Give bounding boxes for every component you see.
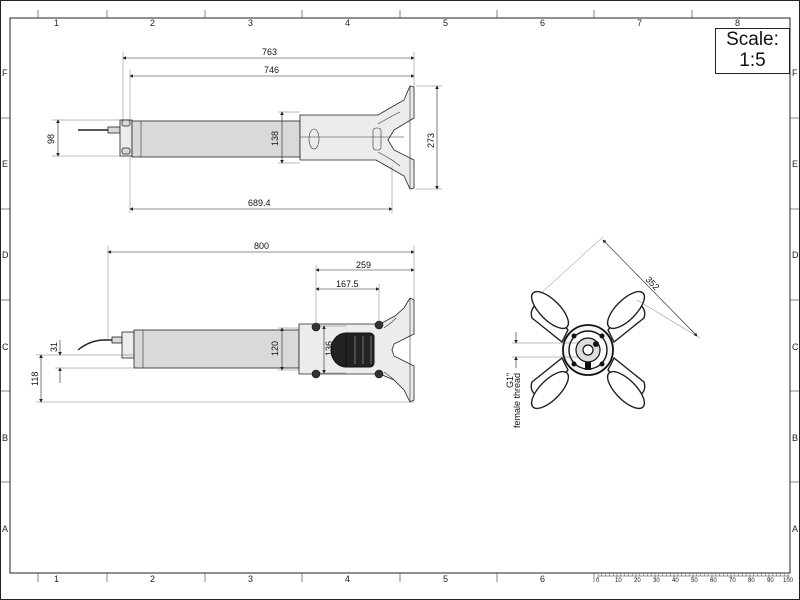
scale-box: Scale: 1:5 (715, 28, 790, 74)
dim-273-label: 273 (426, 133, 436, 148)
row-label: F (2, 68, 8, 78)
col-label: 2 (150, 574, 155, 584)
row-label: E (2, 159, 8, 169)
dim-800-label: 800 (254, 241, 269, 251)
col-label: 5 (443, 574, 448, 584)
row-label: A (792, 524, 798, 534)
col-label: 8 (735, 18, 740, 28)
col-label: 3 (248, 18, 253, 28)
dim-689-label: 689.4 (248, 198, 271, 208)
col-label: 7 (637, 18, 642, 28)
side-view (77, 297, 415, 403)
ruler-tick-label: 40 (672, 578, 679, 584)
column-ticks (37, 10, 693, 582)
dim-167-label: 167.5 (336, 279, 359, 289)
row-labels: F E D C B A F E D C B A (2, 68, 799, 534)
dim-118-label: 118 (30, 372, 40, 386)
ruler-tick-label: 20 (634, 578, 641, 584)
ruler-tick-label: 0 (596, 578, 600, 584)
col-label: 6 (540, 574, 545, 584)
ruler-tick-label: 80 (748, 578, 755, 584)
top-view (78, 85, 415, 190)
ruler-tick-label: 60 (710, 578, 717, 584)
scale-value: 1:5 (739, 50, 766, 71)
row-label: B (2, 433, 8, 443)
col-label: 4 (345, 18, 350, 28)
dim-352-label: 352 (644, 274, 662, 292)
scale-ruler: 0 10 20 30 40 50 60 70 80 90 100 (596, 572, 794, 584)
ruler-tick-label: 50 (691, 578, 698, 584)
ruler-tick-label: 70 (729, 578, 736, 584)
row-label: D (792, 250, 799, 260)
dim-31-label: 31 (49, 342, 59, 352)
col-label: 1 (54, 574, 59, 584)
drawing-frame (9, 17, 791, 574)
row-label: B (792, 433, 798, 443)
col-label: 1 (54, 18, 59, 28)
col-label: 5 (443, 18, 448, 28)
dim-138-label: 138 (270, 131, 280, 146)
col-label: 2 (150, 18, 155, 28)
dim-763-label: 763 (262, 47, 277, 57)
ruler-tick-label: 100 (783, 578, 794, 584)
side-view-dimensions: 800 259 167.5 120 136 31 118 (30, 241, 415, 403)
row-label: A (2, 524, 8, 534)
ruler-tick-label: 90 (767, 578, 774, 584)
row-label: D (2, 250, 9, 260)
end-view: 352 G1" female thread (505, 236, 701, 428)
dim-98-label: 98 (46, 134, 56, 144)
scale-title: Scale: (726, 29, 779, 50)
ruler-tick-label: 10 (615, 578, 622, 584)
top-view-dimensions: 763 746 689.4 98 138 273 (46, 47, 442, 213)
dim-120-label: 120 (270, 341, 280, 356)
column-labels: 1 2 3 4 5 6 7 8 1 2 3 4 5 6 (54, 18, 740, 584)
row-label: E (792, 159, 798, 169)
ruler-tick-label: 30 (653, 578, 660, 584)
dim-136-label: 136 (324, 341, 334, 356)
col-label: 3 (248, 574, 253, 584)
col-label: 4 (345, 574, 350, 584)
row-label: C (2, 342, 9, 352)
thread-size-label: G1" (505, 373, 515, 388)
dim-259-label: 259 (356, 260, 371, 270)
row-ticks (0, 117, 800, 483)
col-label: 6 (540, 18, 545, 28)
row-label: C (792, 342, 799, 352)
row-label: F (792, 68, 798, 78)
thread-note-label: female thread (512, 373, 522, 428)
dim-746-label: 746 (264, 65, 279, 75)
